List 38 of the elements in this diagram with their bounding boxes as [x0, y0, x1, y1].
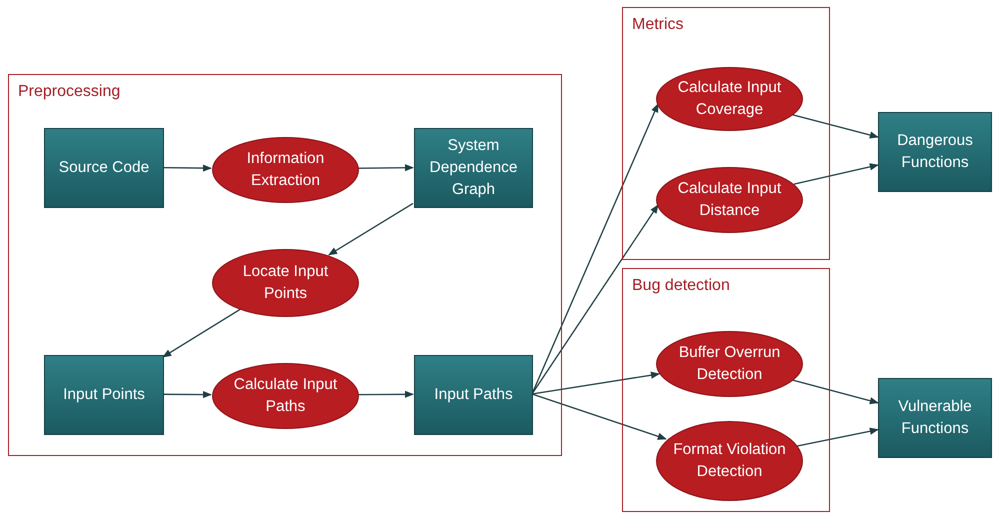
group-frame: [8, 74, 562, 456]
node-label: Calculate Input Coverage: [676, 78, 782, 120]
node-label: Calculate Input Distance: [676, 179, 782, 221]
process-box: [414, 355, 533, 435]
node-label: Calculate Input Paths: [232, 375, 338, 417]
group-frame: [622, 268, 830, 512]
arrow: [358, 164, 414, 172]
arrow: [797, 428, 879, 447]
arrow: [791, 114, 879, 139]
arrow: [328, 202, 414, 256]
group-title: Bug detection: [632, 277, 730, 295]
node-label: Buffer Overrun Detection: [678, 343, 782, 385]
arrow: [163, 164, 212, 172]
node-label: Input Paths: [434, 385, 513, 405]
group-frame: [622, 7, 830, 260]
arrow: [792, 379, 879, 404]
process-box: [878, 112, 992, 192]
process-box: [44, 355, 164, 435]
node-label: System Dependence Graph: [428, 136, 518, 200]
arrow: [163, 390, 212, 398]
node-label: Vulnerable Functions: [897, 397, 973, 439]
arrow: [531, 204, 659, 394]
node-label: Information Extraction: [246, 149, 326, 191]
node-label: Input Points: [63, 385, 145, 405]
process-box: [44, 128, 164, 208]
arrow: [794, 163, 879, 185]
group-title: Preprocessing: [18, 83, 120, 101]
node-label: Locate Input Points: [242, 262, 330, 304]
arrow: [532, 372, 660, 395]
arrow: [532, 393, 667, 440]
node-label: Source Code: [58, 158, 150, 178]
process-box: [878, 378, 992, 458]
group-title: Metrics: [632, 16, 684, 34]
arrow: [358, 390, 414, 398]
node-label: Format Violation Detection: [672, 440, 787, 482]
process-box: [414, 128, 533, 208]
node-label: Dangerous Functions: [896, 131, 974, 173]
arrow: [162, 308, 241, 358]
